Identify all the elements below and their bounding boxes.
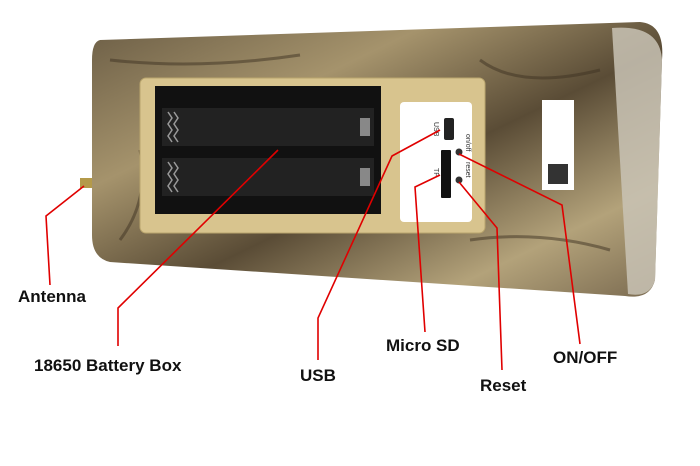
tf-marking: TF xyxy=(432,168,439,177)
label-antenna: Antenna xyxy=(18,287,86,306)
callout-lines xyxy=(45,129,581,371)
micro-sd-slot xyxy=(441,150,451,198)
housing-right-edge xyxy=(612,27,662,295)
usb-marking: USB xyxy=(432,122,439,137)
label-micro-sd: Micro SD xyxy=(386,336,460,355)
label-battery-box: 18650 Battery Box xyxy=(34,356,182,375)
label-on-off: ON/OFF xyxy=(553,348,618,367)
qr-code xyxy=(548,164,568,184)
reset-marking: reset xyxy=(464,162,471,178)
battery-callout xyxy=(117,149,279,346)
antenna-callout xyxy=(45,185,85,286)
port-panel xyxy=(400,102,472,222)
on-off-callout xyxy=(458,153,581,345)
label-reset: Reset xyxy=(480,376,527,395)
usb-port xyxy=(444,118,454,140)
on-off-button xyxy=(455,148,463,156)
micro-sd-callout xyxy=(414,174,441,333)
antenna-connector xyxy=(80,178,92,188)
reset-button xyxy=(455,176,463,184)
usb-callout xyxy=(317,129,441,360)
reset-callout xyxy=(458,181,503,371)
on-off-marking: on/off xyxy=(464,134,471,151)
label-usb: USB xyxy=(300,366,336,385)
